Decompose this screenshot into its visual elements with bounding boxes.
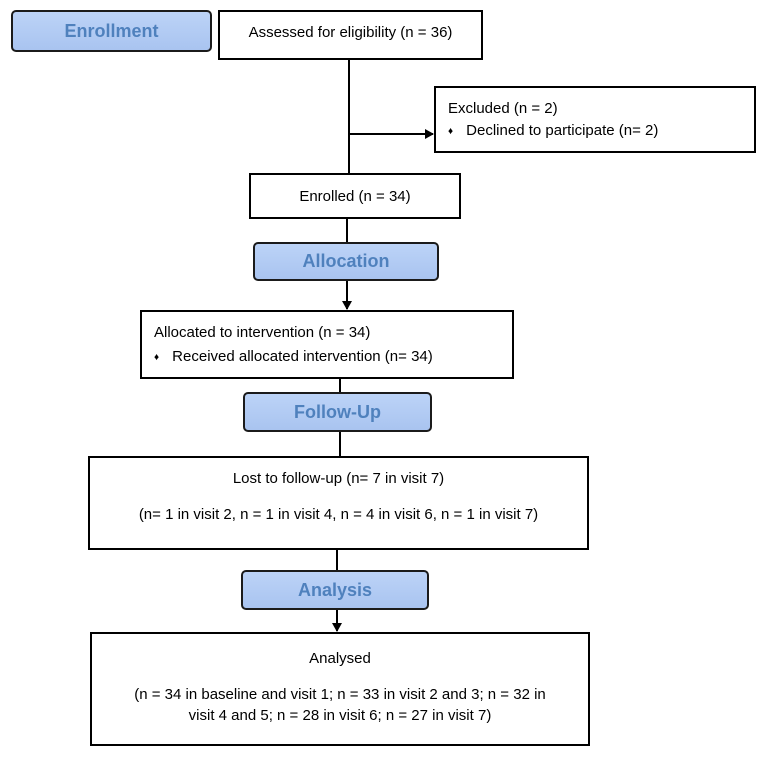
stage-allocation: Allocation <box>253 242 439 281</box>
stage-follow-up: Follow-Up <box>243 392 432 432</box>
lost-detail: (n= 1 in visit 2, n = 1 in visit 4, n = … <box>138 506 539 523</box>
allocated-box: Allocated to intervention (n = 34) ♦ Rec… <box>140 310 514 379</box>
analysed-title: Analysed <box>309 650 371 667</box>
analysed-detail-line2: visit 4 and 5; n = 28 in visit 6; n = 27… <box>188 707 492 724</box>
stage-allocation-label: Allocation <box>302 251 390 271</box>
bullet-icon: ♦ <box>154 352 160 363</box>
stage-enrollment: Enrollment <box>11 10 212 52</box>
excluded-box: Excluded (n = 2) ♦ Declined to participa… <box>434 86 756 153</box>
excluded-reason: Declined to participate (n= 2) <box>466 122 659 139</box>
assessed-text: Assessed for eligibility (n = 36) <box>248 24 453 41</box>
analysed-box: Analysed (n = 34 in baseline and visit 1… <box>90 632 590 746</box>
enrolled-box: Enrolled (n = 34) <box>249 173 461 219</box>
lost-title: Lost to follow-up (n= 7 in visit 7) <box>232 470 445 487</box>
stage-analysis-label: Analysis <box>297 579 373 600</box>
allocated-title: Allocated to intervention (n = 34) <box>154 324 371 341</box>
assessed-box: Assessed for eligibility (n = 36) <box>218 10 483 60</box>
stage-enrollment-label: Enrollment <box>64 20 159 41</box>
allocated-detail: Received allocated intervention (n= 34) <box>172 348 433 365</box>
excluded-title: Excluded (n = 2) <box>448 100 558 117</box>
stage-follow-up-label: Follow-Up <box>294 401 381 422</box>
analysed-detail-line1: (n = 34 in baseline and visit 1; n = 33 … <box>134 686 546 703</box>
stage-analysis: Analysis <box>241 570 429 610</box>
enrolled-text: Enrolled (n = 34) <box>299 188 411 205</box>
lost-to-follow-up-box: Lost to follow-up (n= 7 in visit 7) (n= … <box>88 456 589 550</box>
bullet-icon: ♦ <box>448 126 454 137</box>
